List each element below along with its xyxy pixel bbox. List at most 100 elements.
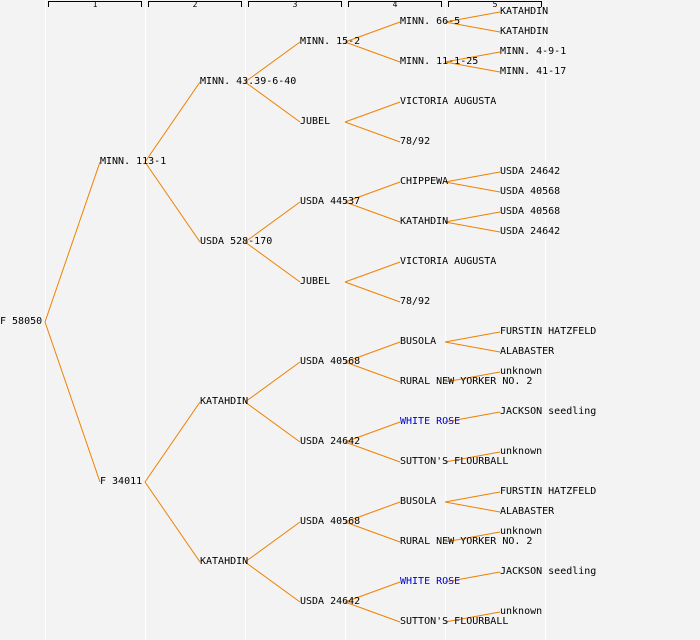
- ancestor-node-gen5[interactable]: JACKSON seedling: [500, 406, 597, 417]
- pedigree-link-line: [444, 371, 501, 383]
- generation-header-bracket: [248, 1, 342, 7]
- pedigree-link-line: [444, 181, 501, 193]
- ancestor-node-gen4[interactable]: KATAHDIN: [400, 216, 449, 227]
- pedigree-link-line: [444, 611, 501, 623]
- pedigree-link-line: [244, 241, 301, 283]
- ancestor-node-gen5[interactable]: KATAHDIN: [500, 6, 549, 17]
- ancestor-node-gen5[interactable]: USDA 40568: [500, 186, 561, 197]
- ancestor-node-gen4[interactable]: VICTORIA AUGUSTA: [400, 256, 497, 267]
- pedigree-link-line: [344, 181, 401, 203]
- pedigree-link-line: [444, 61, 501, 73]
- pedigree-link-line: [244, 41, 301, 83]
- pedigree-link-line: [344, 421, 401, 443]
- ancestor-node-gen3[interactable]: JUBEL: [300, 116, 331, 127]
- ancestor-node-gen5[interactable]: unknown: [500, 526, 543, 537]
- ancestor-node-gen4[interactable]: MINN. 11-1-25: [400, 56, 479, 67]
- ancestor-node-gen4[interactable]: 78/92: [400, 296, 431, 307]
- ancestor-node-gen3[interactable]: JUBEL: [300, 276, 331, 287]
- ancestor-node-gen4[interactable]: RURAL NEW YORKER NO. 2: [400, 536, 533, 547]
- generation-header-bracket: [48, 1, 142, 7]
- pedigree-link-line: [244, 81, 301, 123]
- pedigree-link-line: [244, 201, 301, 243]
- ancestor-node-gen3[interactable]: USDA 44537: [300, 196, 361, 207]
- ancestor-node-gen3[interactable]: USDA 24642: [300, 596, 361, 607]
- ancestor-node-gen4[interactable]: VICTORIA AUGUSTA: [400, 96, 497, 107]
- pedigree-link-line: [444, 221, 501, 233]
- column-divider: [545, 0, 546, 640]
- generation-header-label: 1: [92, 0, 98, 9]
- pedigree-link-line: [44, 321, 101, 483]
- pedigree-link-line: [344, 201, 401, 223]
- ancestor-node-gen5[interactable]: MINN. 41-17: [500, 66, 567, 77]
- pedigree-link-line: [444, 411, 501, 423]
- pedigree-link-line: [344, 261, 401, 283]
- pedigree-link-line: [344, 341, 401, 363]
- generation-header-bracket: [448, 1, 542, 7]
- ancestor-node-gen3[interactable]: USDA 24642: [300, 436, 361, 447]
- pedigree-link-line: [344, 601, 401, 623]
- ancestor-node-gen4[interactable]: 78/92: [400, 136, 431, 147]
- ancestor-node-gen1[interactable]: F 34011: [100, 476, 143, 487]
- pedigree-link-line: [144, 401, 201, 483]
- ancestor-node-gen2[interactable]: KATAHDIN: [200, 396, 249, 407]
- pedigree-link-line: [444, 21, 501, 33]
- ancestor-node-gen4[interactable]: MINN. 66-5: [400, 16, 461, 27]
- generation-header-bracket: [148, 1, 242, 7]
- ancestor-node-gen5[interactable]: ALABASTER: [500, 346, 555, 357]
- ancestor-node-gen5[interactable]: USDA 24642: [500, 226, 561, 237]
- pedigree-link-line: [344, 361, 401, 383]
- ancestor-node-gen4[interactable]: BUSOLA: [400, 336, 437, 347]
- generation-header-label: 5: [492, 0, 498, 9]
- ancestor-node-gen5[interactable]: JACKSON seedling: [500, 566, 597, 577]
- ancestor-node-gen5[interactable]: MINN. 4-9-1: [500, 46, 567, 57]
- ancestor-node-gen5[interactable]: KATAHDIN: [500, 26, 549, 37]
- ancestor-node-gen4[interactable]: SUTTON'S FLOURBALL: [400, 616, 509, 627]
- ancestor-node-gen5[interactable]: unknown: [500, 606, 543, 617]
- column-divider: [145, 0, 146, 640]
- ancestor-node-gen4[interactable]: WHITE ROSE: [400, 576, 461, 587]
- pedigree-link-line: [244, 521, 301, 563]
- ancestor-node-gen5[interactable]: unknown: [500, 366, 543, 377]
- pedigree-link-line: [244, 401, 301, 443]
- ancestor-node-gen1[interactable]: MINN. 113-1: [100, 156, 167, 167]
- pedigree-link-line: [444, 451, 501, 463]
- ancestor-node-gen2[interactable]: USDA 528-170: [200, 236, 273, 247]
- ancestor-node-gen3[interactable]: USDA 40568: [300, 356, 361, 367]
- generation-header-label: 4: [392, 0, 398, 9]
- pedigree-link-line: [344, 581, 401, 603]
- ancestor-node-gen4[interactable]: WHITE ROSE: [400, 416, 461, 427]
- ancestor-node-gen3[interactable]: USDA 40568: [300, 516, 361, 527]
- generation-header-bracket: [348, 1, 442, 7]
- pedigree-link-line: [444, 531, 501, 543]
- ancestor-node-gen3[interactable]: MINN. 15-2: [300, 36, 361, 47]
- ancestor-node-gen5[interactable]: USDA 24642: [500, 166, 561, 177]
- pedigree-link-line: [344, 121, 401, 143]
- ancestor-node-gen5[interactable]: ALABASTER: [500, 506, 555, 517]
- pedigree-link-line: [244, 361, 301, 403]
- ancestor-node-gen4[interactable]: BUSOLA: [400, 496, 437, 507]
- pedigree-link-line: [444, 171, 501, 183]
- ancestor-node-gen2[interactable]: MINN. 43.39-6-40: [200, 76, 297, 87]
- proband-node[interactable]: F 58050: [0, 316, 43, 327]
- pedigree-link-line: [444, 51, 501, 63]
- column-divider: [245, 0, 246, 640]
- ancestor-node-gen5[interactable]: FURSTIN HATZFELD: [500, 486, 597, 497]
- pedigree-link-line: [444, 501, 501, 513]
- column-divider: [445, 0, 446, 640]
- ancestor-node-gen4[interactable]: RURAL NEW YORKER NO. 2: [400, 376, 533, 387]
- pedigree-link-line: [444, 331, 501, 343]
- ancestor-node-gen5[interactable]: unknown: [500, 446, 543, 457]
- ancestor-node-gen2[interactable]: KATAHDIN: [200, 556, 249, 567]
- ancestor-node-gen4[interactable]: CHIPPEWA: [400, 176, 449, 187]
- column-divider: [345, 0, 346, 640]
- pedigree-link-line: [344, 441, 401, 463]
- generation-header-label: 3: [292, 0, 298, 9]
- ancestor-node-gen5[interactable]: FURSTIN HATZFELD: [500, 326, 597, 337]
- ancestor-node-gen5[interactable]: USDA 40568: [500, 206, 561, 217]
- ancestor-node-gen4[interactable]: SUTTON'S FLOURBALL: [400, 456, 509, 467]
- pedigree-link-line: [344, 521, 401, 543]
- pedigree-link-line: [444, 211, 501, 223]
- pedigree-link-line: [144, 81, 201, 163]
